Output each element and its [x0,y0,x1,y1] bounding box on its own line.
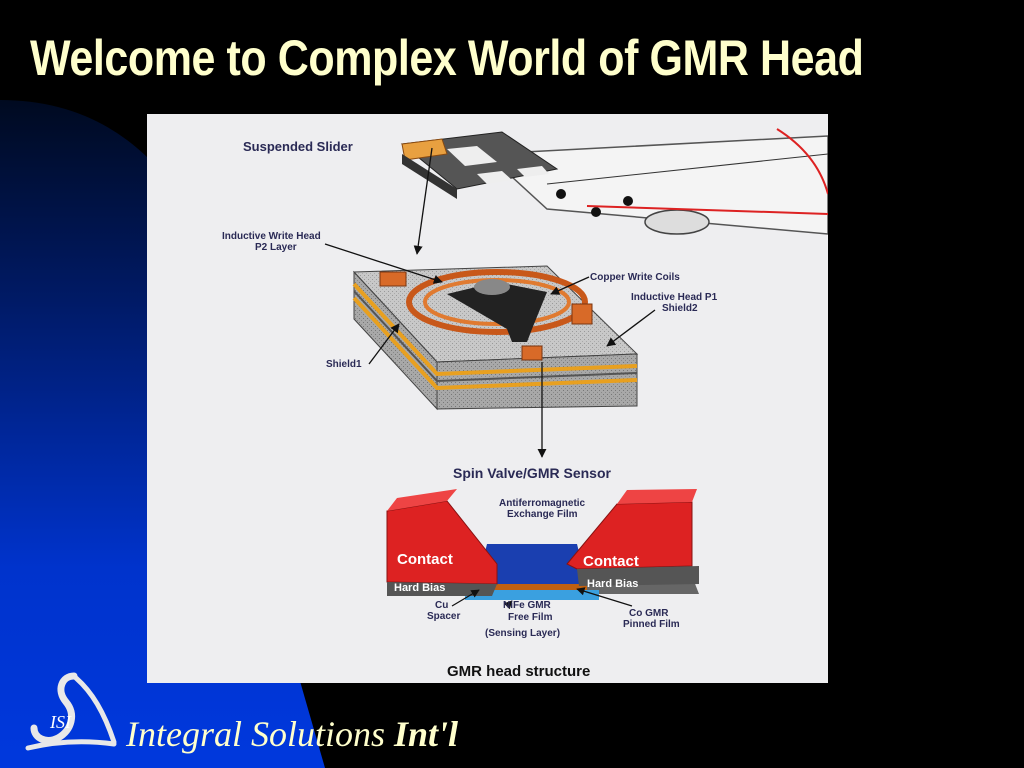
label-hard-bias-right: Hard Bias [587,578,638,590]
company-name: Integral Solutions Int'l [126,712,458,756]
label-afm-1: Antiferromagnetic [499,498,586,509]
write-head-block [352,265,639,411]
suspended-slider [400,131,559,199]
diagram-caption: GMR head structure [447,663,590,680]
label-copper-coils: Copper Write Coils [590,272,680,283]
isi-logo: ISI [25,672,117,751]
gmr-head-diagram: Suspended Slider Inductive Write Head P2… [147,114,828,683]
label-co-2: Pinned Film [623,619,680,630]
label-head-p1-2: Shield2 [662,303,698,314]
label-sensor: Spin Valve/GMR Sensor [453,465,611,481]
label-suspended-slider: Suspended Slider [243,139,353,154]
leader-lines [324,147,656,458]
logo-text: ISI [49,712,72,732]
sensor-leader-lines [451,587,633,610]
label-afm-2: Exchange Film [507,509,578,520]
label-shield1: Shield1 [326,359,362,370]
label-write-head-2: P2 Layer [255,242,297,253]
company-name-prefix: Integral Solutions [126,714,394,754]
label-co-1: Co GMR [629,608,669,619]
label-contact-left: Contact [397,551,453,568]
gmr-sensor-stack [386,489,699,600]
label-cu-1: Cu [435,600,448,611]
suspension-arm [485,128,828,235]
label-head-p1-1: Inductive Head P1 [631,292,718,303]
label-contact-right: Contact [583,553,639,570]
label-write-head-1: Inductive Write Head [222,231,321,242]
label-hard-bias-left: Hard Bias [394,582,445,594]
slide-title: Welcome to Complex World of GMR Head [30,30,864,86]
label-nife-3: (Sensing Layer) [485,628,560,639]
company-name-suffix: Int'l [394,714,459,754]
label-nife-1: NiFe GMR [503,600,552,611]
label-cu-2: Spacer [427,611,460,622]
label-nife-2: Free Film [508,612,553,623]
